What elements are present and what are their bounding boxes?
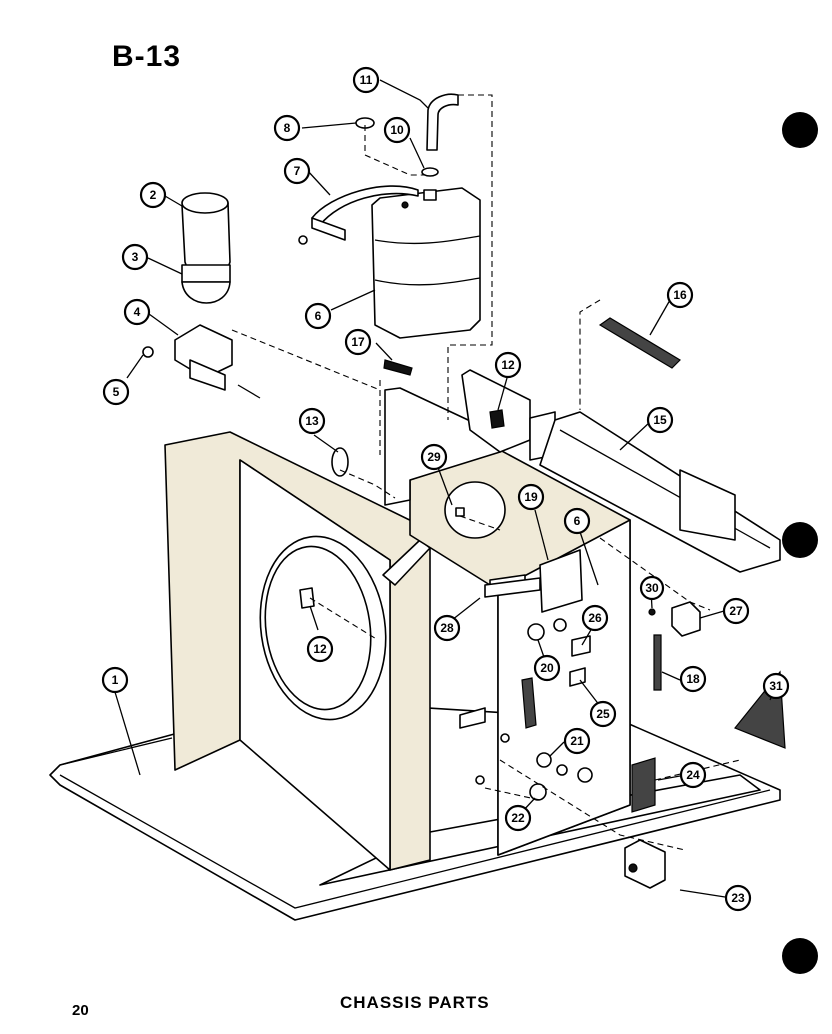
- svg-text:20: 20: [540, 661, 554, 675]
- callout-17: 17: [344, 328, 372, 356]
- svg-text:21: 21: [570, 734, 584, 748]
- callout-27: 27: [722, 597, 750, 625]
- diagram-caption: CHASSIS PARTS: [340, 993, 490, 1012]
- svg-text:12: 12: [501, 358, 515, 372]
- callout-8: 8: [273, 114, 301, 142]
- svg-text:7: 7: [294, 164, 301, 178]
- alignment-lines: [231, 94, 741, 851]
- callout-30: 30: [639, 575, 665, 601]
- page-number: 20: [72, 1002, 89, 1019]
- fastener-29: [455, 507, 465, 517]
- capacitor-assembly: [181, 192, 231, 304]
- callout-24: 24: [679, 761, 707, 789]
- svg-text:25: 25: [596, 707, 610, 721]
- callout-22: 22: [504, 804, 532, 832]
- svg-text:26: 26: [588, 611, 602, 625]
- callout-19: 19: [517, 483, 545, 511]
- callout-4: 4: [123, 298, 151, 326]
- svg-text:1: 1: [112, 673, 119, 687]
- callout-7: 7: [283, 157, 311, 185]
- svg-text:17: 17: [351, 335, 365, 349]
- svg-text:4: 4: [134, 305, 141, 319]
- svg-text:24: 24: [686, 768, 700, 782]
- foam-pad-24: [631, 757, 656, 813]
- svg-text:5: 5: [113, 385, 120, 399]
- callout-6-panel: 6: [563, 507, 591, 535]
- callout-28: 28: [433, 614, 461, 642]
- callout-16: 16: [666, 281, 694, 309]
- callout-20: 20: [533, 654, 561, 682]
- callout-21: 21: [563, 727, 591, 755]
- callout-29: 29: [420, 443, 448, 471]
- svg-text:3: 3: [132, 250, 139, 264]
- svg-text:6: 6: [574, 514, 581, 528]
- foam-strip-16: [598, 317, 681, 369]
- callout-5: 5: [102, 378, 130, 406]
- svg-text:28: 28: [440, 621, 454, 635]
- switch-26: [571, 635, 591, 657]
- knob-27: [671, 601, 701, 637]
- callout-1: 1: [101, 666, 129, 694]
- svg-text:16: 16: [673, 288, 687, 302]
- grommet-12-lower: [299, 587, 315, 609]
- clip-17: [383, 359, 413, 376]
- callout-3: 3: [121, 243, 149, 271]
- svg-text:31: 31: [769, 679, 783, 693]
- callout-12-lower: 12: [306, 635, 334, 663]
- svg-text:29: 29: [427, 450, 441, 464]
- screw-30: [648, 608, 656, 616]
- panel-strip: [521, 677, 537, 729]
- svg-text:10: 10: [390, 123, 404, 137]
- svg-text:13: 13: [305, 414, 319, 428]
- callout-15: 15: [646, 406, 674, 434]
- nut-21: [536, 752, 552, 768]
- grommet-13: [331, 447, 349, 477]
- page-title: B-13: [112, 40, 182, 73]
- svg-text:11: 11: [360, 73, 373, 87]
- binder-hole-top: [782, 112, 818, 148]
- svg-text:27: 27: [729, 604, 743, 618]
- capacitor-bracket: [142, 324, 261, 399]
- svg-text:15: 15: [653, 413, 667, 427]
- partition-panel: [384, 369, 556, 506]
- callout-26: 26: [581, 604, 609, 632]
- svg-text:19: 19: [524, 490, 538, 504]
- fan-shroud: [164, 431, 431, 871]
- callout-23: 23: [724, 884, 752, 912]
- strip-18: [653, 634, 662, 691]
- bracket-28: [484, 577, 541, 598]
- svg-text:18: 18: [686, 672, 700, 686]
- bushing-20: [527, 623, 545, 641]
- binder-hole-middle: [782, 522, 818, 558]
- callout-12-upper: 12: [494, 351, 522, 379]
- callout-10: 10: [383, 116, 411, 144]
- binder-hole-bottom: [782, 938, 818, 974]
- callout-18: 18: [679, 665, 707, 693]
- svg-text:30: 30: [645, 581, 659, 595]
- callout-11: 11: [352, 66, 380, 94]
- svg-text:6: 6: [315, 309, 322, 323]
- callout-2: 2: [139, 181, 167, 209]
- svg-text:12: 12: [313, 642, 327, 656]
- callout-13: 13: [298, 407, 326, 435]
- callout-25: 25: [589, 700, 617, 728]
- svg-text:22: 22: [511, 811, 525, 825]
- leader-lines: [114, 79, 777, 898]
- callout-31: 31: [762, 672, 790, 700]
- nut-22: [529, 783, 547, 801]
- tank-assembly: [298, 93, 481, 339]
- top-rail: [539, 411, 781, 573]
- svg-text:2: 2: [150, 188, 157, 202]
- svg-text:8: 8: [284, 121, 291, 135]
- svg-text:23: 23: [731, 891, 745, 905]
- callout-6-tank: 6: [304, 302, 332, 330]
